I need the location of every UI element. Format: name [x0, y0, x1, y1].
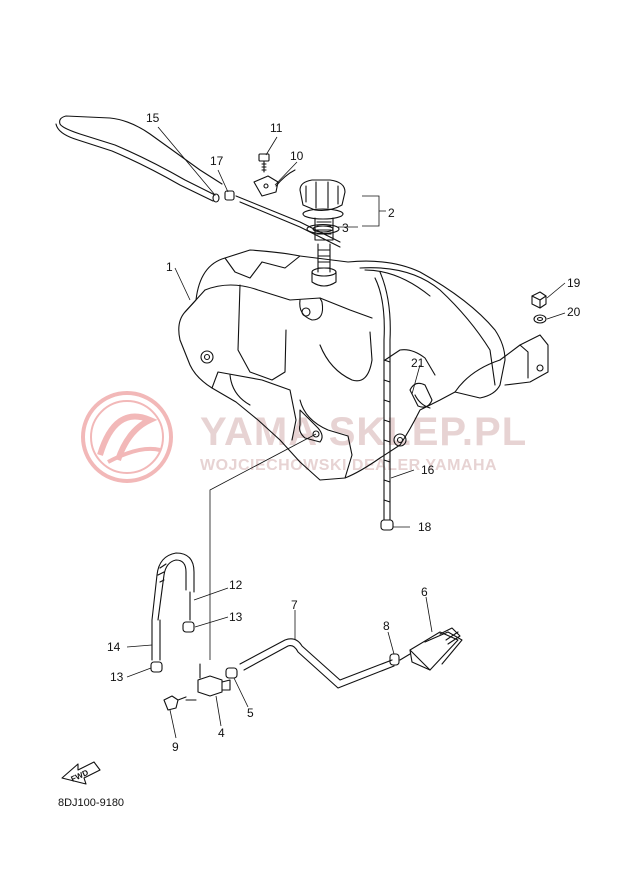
fuel-filter — [399, 627, 463, 671]
screw — [163, 695, 187, 711]
washer — [533, 314, 547, 324]
fuel-tank — [178, 249, 549, 481]
breather-hose — [55, 115, 223, 203]
hose-clip — [380, 519, 394, 531]
callout-16: 16 — [421, 463, 435, 477]
hose-clip-8 — [389, 653, 400, 666]
callouts: 1 2 3 4 5 6 7 8 9 10 11 12 13 13 14 15 1… — [107, 111, 581, 754]
callout-19: 19 — [567, 276, 581, 290]
fuel-hose-14 — [151, 619, 161, 661]
callout-8: 8 — [383, 619, 390, 633]
leader-lines — [126, 126, 566, 739]
callout-12: 12 — [229, 578, 243, 592]
watermark-logo — [81, 391, 173, 483]
callout-11: 11 — [270, 121, 283, 135]
vent-tube — [224, 190, 341, 248]
fuel-cock — [185, 663, 231, 701]
bolt — [258, 153, 270, 173]
callout-13-upper: 13 — [229, 610, 243, 624]
hose-clip-13-b — [150, 661, 163, 673]
filler-neck — [311, 243, 337, 287]
callout-9: 9 — [172, 740, 179, 754]
nut — [531, 291, 547, 309]
cap-gasket — [306, 223, 340, 235]
fwd-arrow-icon — [61, 761, 101, 785]
bracket — [253, 169, 296, 197]
callout-10: 10 — [290, 149, 304, 163]
overflow-tube — [374, 271, 391, 521]
callout-6: 6 — [421, 585, 428, 599]
callout-5: 5 — [247, 706, 254, 720]
fuel-hose-12 — [151, 552, 195, 621]
callout-14: 14 — [107, 640, 121, 654]
callout-1: 1 — [166, 260, 173, 274]
callout-15: 15 — [146, 111, 160, 125]
callout-18: 18 — [418, 520, 432, 534]
callout-13-lower: 13 — [110, 670, 124, 684]
callout-7: 7 — [291, 598, 298, 612]
callout-3: 3 — [342, 221, 349, 235]
diagram-code: 8DJ100-9180 — [58, 797, 124, 809]
callout-17: 17 — [210, 154, 224, 168]
fuel-hose-7 — [239, 638, 395, 689]
callout-2: 2 — [388, 206, 395, 220]
hose-clip-13-a — [182, 621, 195, 633]
fwd-label: FWD — [69, 768, 90, 784]
callout-20: 20 — [567, 305, 581, 319]
watermark: YAMA SKLEP.PL WOJCIECHOWSKI DEALER YAMAH… — [81, 391, 527, 483]
callout-4: 4 — [218, 726, 225, 740]
callout-21: 21 — [411, 356, 425, 370]
watermark-title: YAMA SKLEP.PL — [200, 410, 527, 454]
hose-clip-5 — [225, 667, 238, 679]
